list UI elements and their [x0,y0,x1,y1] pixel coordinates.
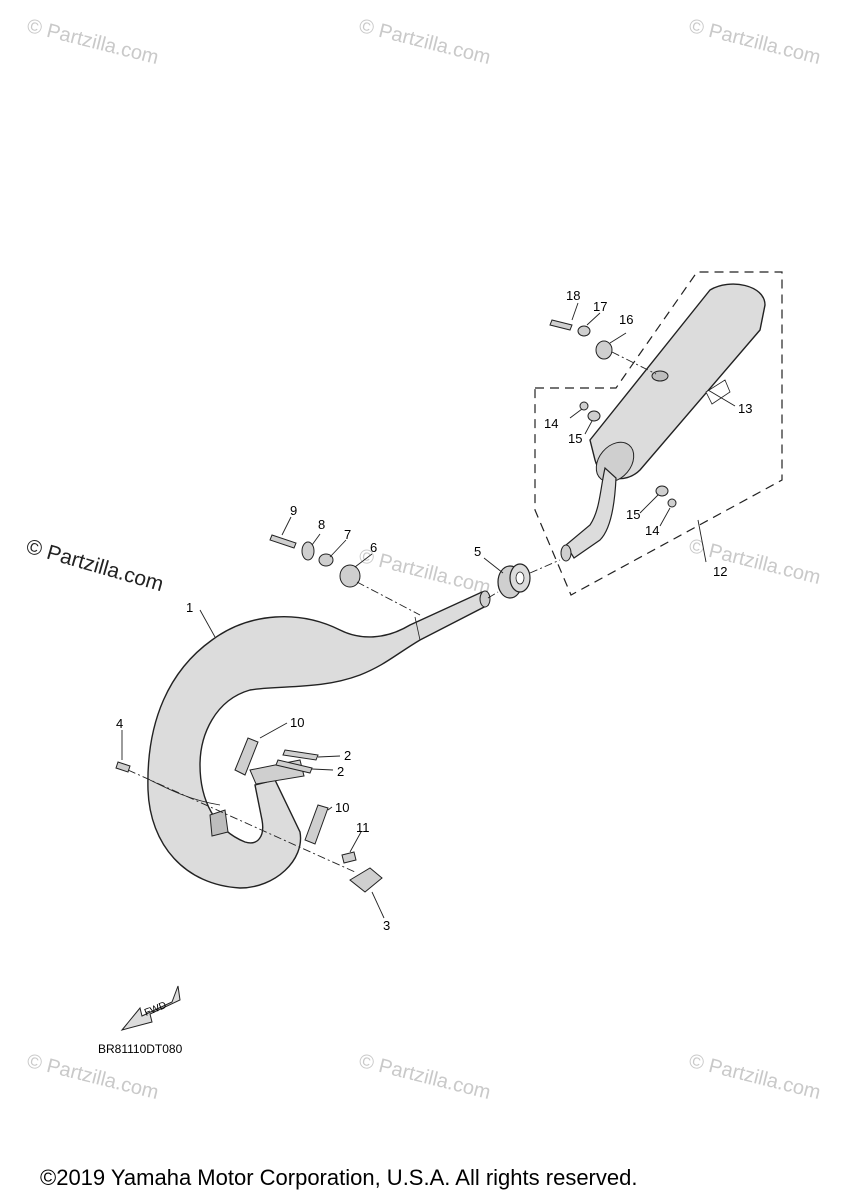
callout-7: 7 [344,527,351,542]
callout-15a: 15 [568,431,582,446]
washer-15a [587,410,601,422]
callout-16: 16 [619,312,633,327]
bolt-9 [269,534,297,549]
bolt-18 [549,319,573,331]
callout-10b: 10 [335,800,349,815]
callout-14a: 14 [544,416,558,431]
washer-8 [301,541,315,561]
callout-5: 5 [474,544,481,559]
grommet-16 [595,340,613,360]
washer-15b [655,485,669,497]
callout-17: 17 [593,299,607,314]
damper-6 [339,564,361,588]
callout-18: 18 [566,288,580,303]
hardware-parts [115,319,677,893]
diagram-code: BR81110DT080 [98,1042,183,1056]
fwd-label: FWD [143,1000,168,1019]
o-ring-2a [282,749,319,761]
washer-17 [577,325,591,337]
copyright-notice: ©2019 Yamaha Motor Corporation, U.S.A. A… [40,1165,638,1190]
leader-lines [121,302,736,919]
callout-12: 12 [713,564,727,579]
bolt-4 [115,761,131,773]
exhaust-pipe [147,590,491,889]
callout-15b: 15 [626,507,640,522]
callout-10a: 10 [290,715,304,730]
silencer-assembly-outline [534,271,783,596]
bracket-3 [349,867,383,893]
callout-1: 1 [186,600,193,615]
silencer [560,283,766,562]
nut-14a [579,401,589,411]
callout-2b: 2 [337,764,344,779]
callout-14b: 14 [645,523,659,538]
callout-11: 11 [356,820,370,835]
callout-13: 13 [738,401,752,416]
spring-10b [304,804,329,845]
callout-2a: 2 [344,748,351,763]
callout-8: 8 [318,517,325,532]
bolt-11 [341,851,357,864]
nut-14b [667,498,677,508]
spring-10a [234,737,259,776]
collar-7 [318,553,334,567]
callout-4: 4 [116,716,123,731]
callout-labels: 1 2 2 3 4 5 6 7 8 9 10 10 11 12 13 14 14… [116,288,752,933]
forward-arrow: FWD [120,985,181,1031]
assembly-lines [127,351,657,873]
callout-6: 6 [370,540,377,555]
callout-3: 3 [383,918,390,933]
callout-9: 9 [290,503,297,518]
o-ring-2b [275,759,313,774]
joint-part-5 [497,563,531,599]
